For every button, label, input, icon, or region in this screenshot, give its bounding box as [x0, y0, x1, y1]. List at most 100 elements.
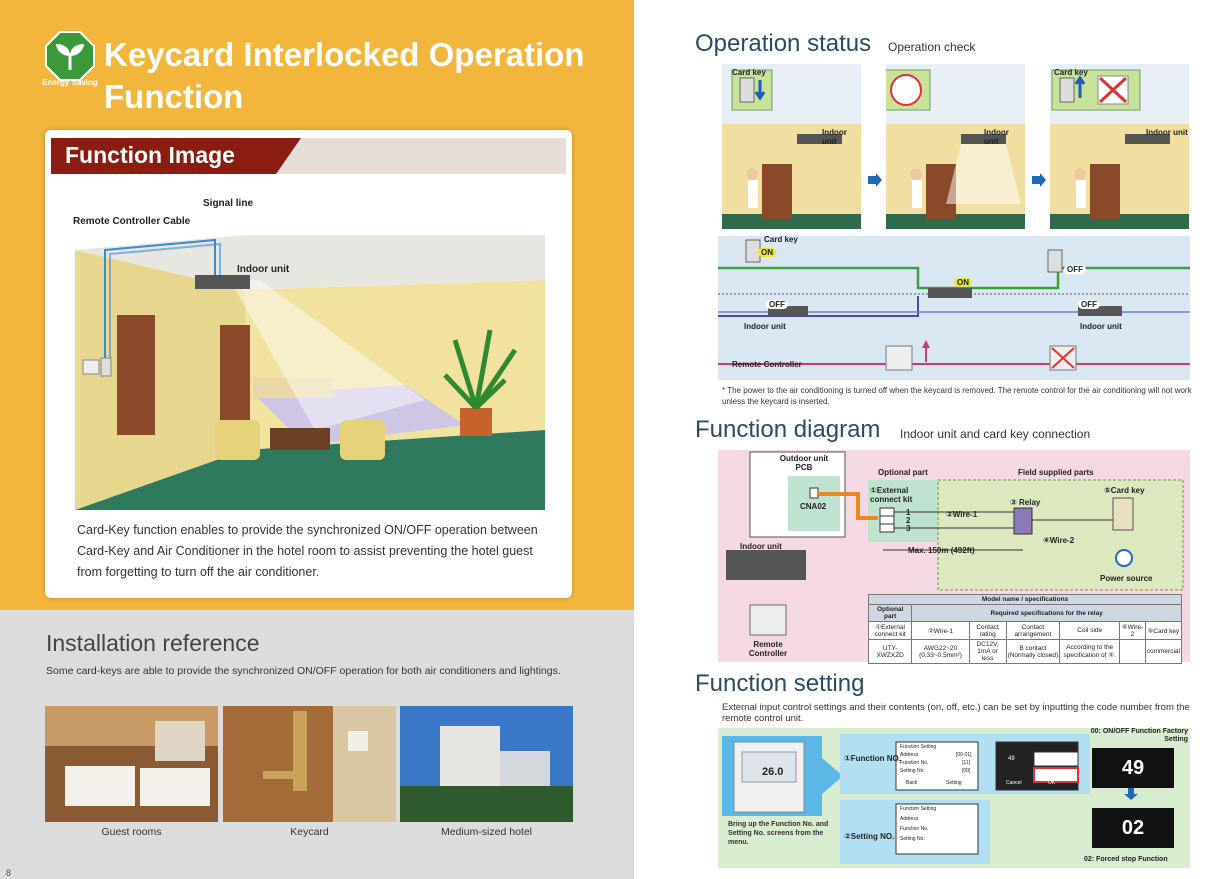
cell-wire2 — [1119, 639, 1146, 664]
card-key-label: ⑤Card key — [1104, 486, 1145, 495]
relay-label: ③ Relay — [1010, 498, 1041, 507]
installation-title: Installation reference — [46, 630, 260, 656]
hotel-photo — [400, 706, 573, 822]
pin-3: 3 — [906, 524, 911, 533]
installation-subtitle: Some card-keys are able to provide the s… — [46, 665, 561, 677]
function-image-box: Function Image Signal line Remote — [45, 130, 572, 598]
power-source-label: Power source — [1100, 574, 1153, 583]
screen-function-no: Function No. — [900, 760, 929, 766]
function-image-header: Function Image — [51, 138, 301, 174]
indoor-unit-label-3: Indoor unit — [1146, 128, 1188, 137]
function-setting-desc: External input control settings and thei… — [722, 702, 1190, 724]
cell-arrangement: B contact (Normally closed) — [1005, 639, 1061, 664]
page-number: 8 — [6, 868, 12, 878]
th-wire1: ②Wire-1 — [911, 621, 970, 640]
remote-controller-label-fd: Remote Controller — [748, 640, 788, 658]
cell-coil: According to the specification of ⑤. — [1059, 639, 1121, 664]
field-parts-label: Field supplied parts — [1018, 468, 1094, 477]
indoor-unit-label-2: Indoor unit — [984, 128, 1009, 146]
pin-1: 1 — [906, 508, 911, 517]
screen2-address: Address — [900, 816, 919, 822]
table-caption: Model name / specifications — [868, 594, 1182, 605]
setting-no-label: ②Setting NO. — [844, 832, 895, 841]
function-description: Card-Key function enables to provide the… — [77, 523, 538, 579]
card-key-label-1: Card key — [732, 68, 766, 77]
setting-code-display: 02 — [1092, 808, 1174, 848]
badge-label: Energy Saving — [42, 78, 98, 87]
max-distance-label: Max. 150m (492ft) — [908, 546, 975, 555]
function-setting-area: 26.0 ①Function NO. ②Setting NO. Bring up… — [718, 728, 1190, 868]
on-badge: ON — [758, 248, 776, 257]
screen-ok-button[interactable]: OK — [1048, 780, 1056, 786]
screen-address-val: [00-01] — [956, 752, 972, 758]
pin-2: 2 — [906, 516, 911, 525]
external-kit-label: ①External connect kit — [870, 486, 913, 504]
card-key-label-3: Card key — [1054, 68, 1088, 77]
function-code-display: 49 — [1092, 748, 1174, 788]
indoor-unit-label-1: Indoor unit — [822, 128, 847, 146]
wire2-label: ④Wire-2 — [1043, 536, 1075, 545]
diagram-card-key-label: Card key — [764, 235, 798, 244]
keycard-caption: Keycard — [290, 826, 329, 838]
outdoor-pcb-label: Outdoor unit PCB — [779, 454, 829, 472]
cell-rating: DC12V, 1mA or less — [968, 639, 1007, 664]
arrow-right-icon-2 — [1032, 173, 1046, 187]
screen-number: 49 — [1008, 756, 1015, 762]
th-arrangement: Contact arrangement — [1005, 621, 1061, 640]
operation-wiring-diagram: Card key ON ON OFF OFF OFF Indoor unit I… — [718, 235, 1190, 380]
off-badge: OFF — [766, 300, 788, 309]
th-required: Required specifications for the relay — [911, 604, 1182, 622]
cell-card: commercial — [1144, 639, 1183, 664]
screen-setting-no: Setting No. — [900, 768, 925, 774]
optional-part-label: Optional part — [878, 468, 928, 477]
th-optional: Optional part — [867, 604, 913, 622]
th-card: ⑤Card key — [1144, 621, 1183, 640]
operation-status-title: Operation status — [695, 30, 872, 57]
guest-rooms-photo — [45, 706, 218, 822]
indoor-unit-label: Indoor unit — [237, 264, 290, 275]
specification-table: Model name / specifications Optional par… — [867, 594, 1183, 664]
screen-back-button[interactable]: Back — [906, 780, 918, 786]
keycard-photo — [223, 706, 396, 822]
energy-saving-leaf-icon — [45, 31, 95, 81]
screen2-title: Function Setting — [900, 806, 937, 812]
function-no-label: ①Function NO. — [844, 754, 901, 763]
operation-status-subtitle: Operation check — [888, 40, 976, 54]
screen-setting-button[interactable]: Setting — [946, 780, 962, 786]
hotel-caption: Medium-sized hotel — [440, 826, 533, 838]
screen-function-val: [11] — [962, 760, 970, 766]
screen-setting-val: [00] — [962, 768, 971, 774]
off-badge-2: OFF — [1064, 265, 1086, 274]
hotel-room-illustration — [75, 235, 545, 510]
page-title: Keycard Interlocked Operation Function — [104, 36, 585, 115]
screen-cancel-button[interactable]: Cancel — [1006, 780, 1022, 786]
off-badge-3: OFF — [1078, 300, 1100, 309]
screen-title: Function Setting — [900, 744, 937, 750]
operation-panel-2: Indoor unit — [886, 64, 1025, 229]
arrow-right-icon — [868, 173, 882, 187]
screen2-function-no: Function No. — [900, 826, 929, 832]
cna-label: CNA02 — [800, 502, 827, 511]
bring-up-note: Bring up the Function No. and Setting No… — [728, 821, 829, 846]
remote-temperature: 26.0 — [762, 766, 784, 778]
diagram-indoor-label: Indoor unit — [744, 322, 786, 331]
wire1-label: ②Wire-1 — [946, 510, 978, 519]
signal-line-label: Signal line — [203, 198, 254, 209]
cell-kit: UTY-XWZXZD — [867, 639, 913, 664]
operation-note: * The power to the air conditioning is t… — [722, 386, 1192, 406]
function-setting-title: Function setting — [695, 670, 865, 697]
on-badge-2: ON — [954, 278, 972, 287]
th-rating: Contact rating — [968, 621, 1007, 640]
operation-panel-3: Card key Indoor unit — [1050, 64, 1189, 229]
guest-rooms-caption: Guest rooms — [101, 826, 162, 838]
diagram-indoor-label-2: Indoor unit — [1080, 322, 1122, 331]
screen-address: Address — [900, 752, 919, 758]
function-diagram-subtitle: Indoor unit and card key connection — [900, 427, 1091, 441]
th-coil: Coil side — [1059, 621, 1121, 640]
cell-wire1: AWG22~20 (0.33~0.5mm²) — [911, 639, 970, 664]
forced-stop-label: 02: Forced stop Function — [1084, 856, 1168, 863]
diagram-remote-label: Remote Controller — [732, 360, 802, 369]
function-diagram-title: Function diagram — [695, 416, 881, 443]
indoor-unit-label-fd: Indoor unit — [740, 542, 782, 551]
remote-cable-label: Remote Controller Cable — [73, 216, 191, 227]
